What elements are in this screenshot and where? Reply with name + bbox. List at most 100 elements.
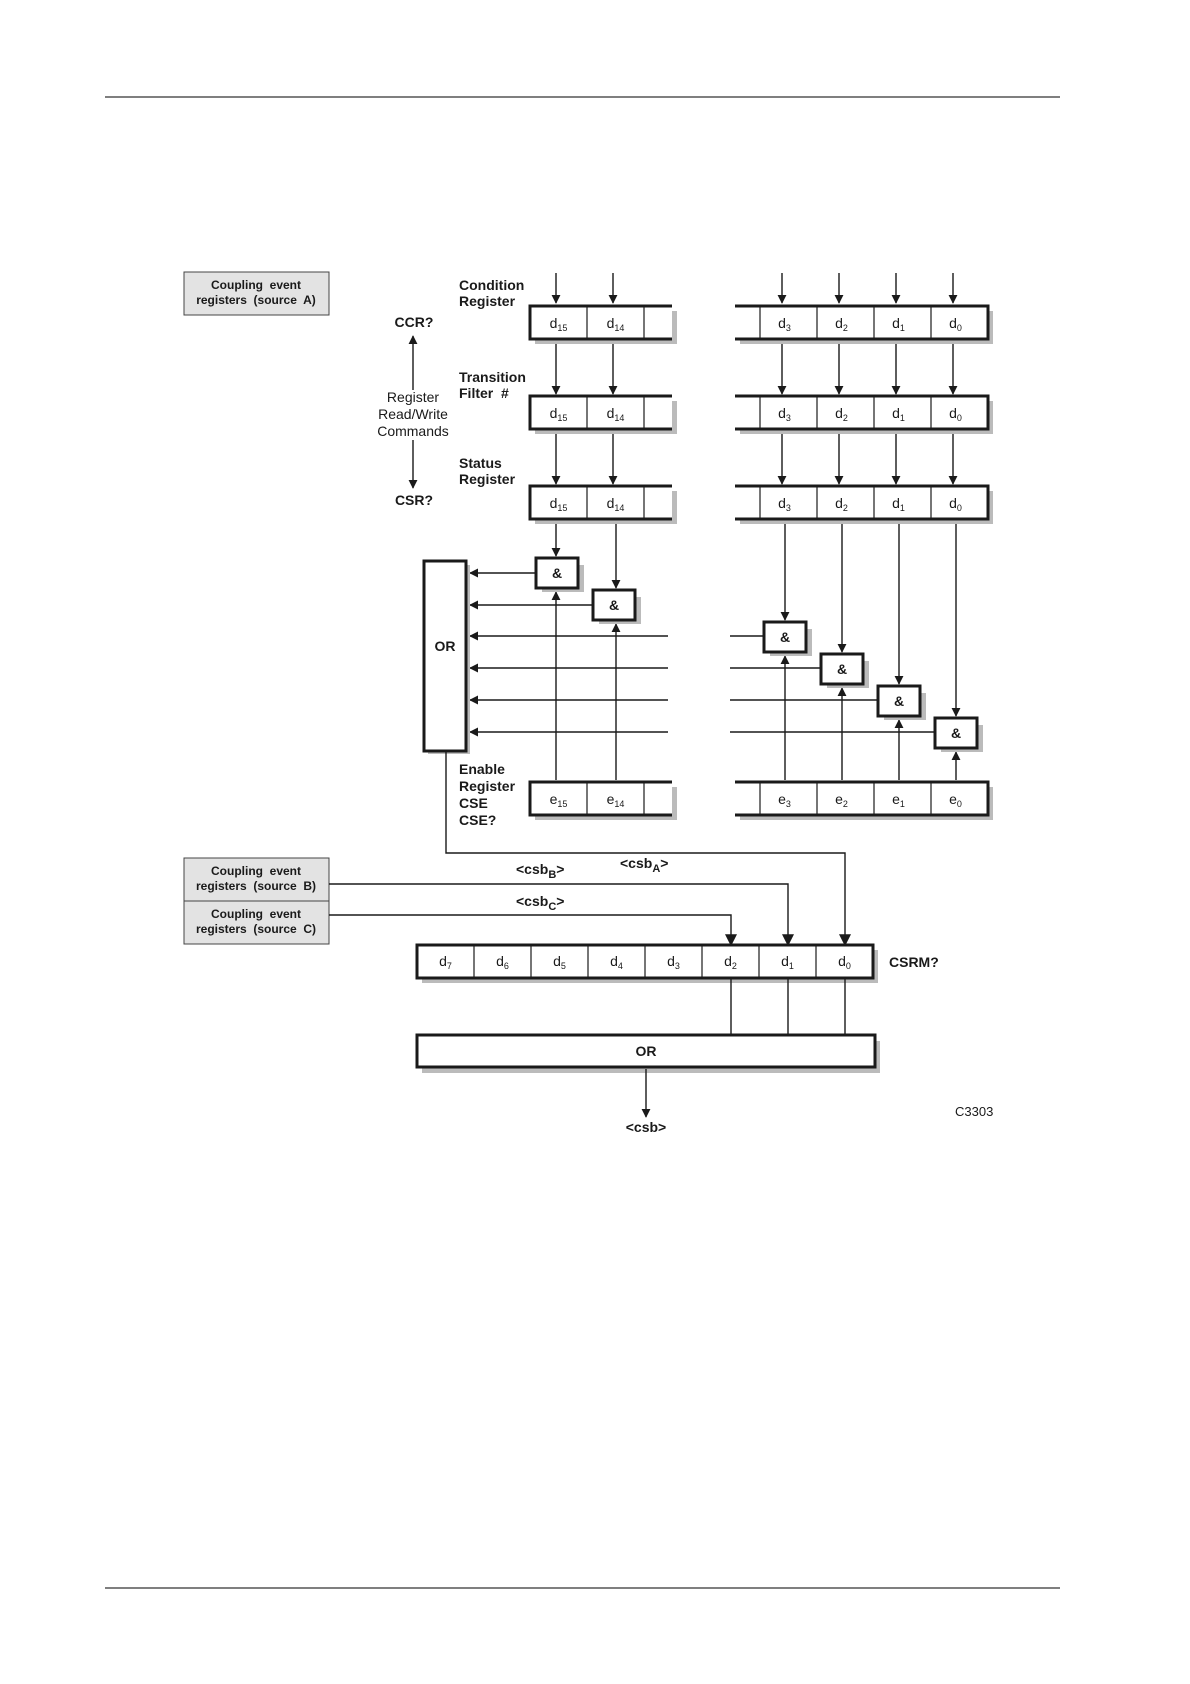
- condition-register-label-1: Condition: [459, 277, 524, 293]
- status-register-label-2: Register: [459, 471, 516, 487]
- and-gate-1-label: &: [894, 693, 904, 709]
- csb-b-label: <csbB>: [516, 861, 564, 881]
- csb-c-suffix: >: [556, 893, 564, 909]
- csb-b-suffix: >: [556, 861, 564, 877]
- enable-register-bit-e3: e3: [778, 791, 791, 809]
- and-gate-3-label: &: [780, 629, 790, 645]
- csrm-bit-d5: d5: [553, 953, 566, 971]
- condition-register-bit-d0: d0: [949, 315, 962, 333]
- enable-register-bit-e15: e15: [550, 791, 568, 809]
- condition-register-bit-d2: d2: [835, 315, 848, 333]
- transition-filter-register-bit-d0: d0: [949, 405, 962, 423]
- source-a-line2: registers (source A): [196, 293, 316, 307]
- csrm-bit-d6: d6: [496, 953, 509, 971]
- csrm-query-label: CSRM?: [889, 954, 939, 970]
- csb-c-line: [329, 914, 737, 947]
- source-a-box: Coupling event registers (source A): [183, 271, 330, 316]
- csrm-bit-d4: d4: [610, 953, 623, 971]
- csb-b-prefix: <csb: [516, 861, 548, 877]
- csb-b-sub: B: [548, 869, 556, 881]
- source-b-line1: Coupling event: [211, 864, 301, 878]
- status-register-bit-d2: d2: [835, 495, 848, 513]
- csb-a-label: <csbA>: [620, 855, 668, 875]
- enable-register-bit-e1: e1: [892, 791, 905, 809]
- transition-filter-register-bit-d15: d15: [550, 405, 568, 423]
- and-gate-2: &: [819, 652, 869, 688]
- rw-commands-line3: Commands: [377, 423, 449, 439]
- csrm-bit-d2: d2: [724, 953, 737, 971]
- csb-c-label: <csbC>: [516, 893, 564, 913]
- or-gate-vertical: OR: [422, 559, 470, 754]
- enable-register-label-2: Register: [459, 778, 516, 794]
- and-gate-0-label: &: [951, 725, 961, 741]
- condition-register-bit-d3: d3: [778, 315, 791, 333]
- csr-query-label: CSR?: [395, 492, 433, 508]
- figure-id: C3303: [955, 1104, 993, 1119]
- condition-register-bit-d15: d15: [550, 315, 568, 333]
- and-gate-3: &: [762, 620, 812, 656]
- source-b-line2: registers (source B): [196, 879, 316, 893]
- condition-register-bit-d14: d14: [607, 315, 625, 333]
- source-c-line2: registers (source C): [196, 922, 316, 936]
- transition-filter-register: d15 d14 d3 d2 d1 d0: [528, 394, 993, 434]
- source-a-line1: Coupling event: [211, 278, 301, 292]
- csb-a-prefix: <csb: [620, 855, 652, 871]
- csb-c-prefix: <csb: [516, 893, 548, 909]
- bit-signal-lines: [469, 273, 961, 780]
- transition-filter-register-bit-d1: d1: [892, 405, 905, 423]
- rw-commands-line1: Register: [387, 389, 439, 405]
- and-gate-14: &: [591, 588, 641, 624]
- and-gate-15: &: [534, 556, 584, 592]
- enable-register-label-1: Enable: [459, 761, 505, 777]
- csb-b-line: [329, 883, 794, 947]
- status-register: d15 d14 d3 d2 d1 d0: [528, 484, 993, 524]
- and-gate-2-label: &: [837, 661, 847, 677]
- source-b-box: Coupling event registers (source B): [183, 857, 330, 902]
- or-gate-vertical-label: OR: [435, 638, 456, 654]
- enable-register-bit-e2: e2: [835, 791, 848, 809]
- source-c-box: Coupling event registers (source C): [183, 900, 330, 945]
- condition-register: d15 d14 d3 d2 d1 d0: [528, 304, 993, 344]
- enable-register: e15 e14 e3 e2 e1 e0: [528, 780, 993, 820]
- enable-register-bit-e0: e0: [949, 791, 962, 809]
- condition-register-label-2: Register: [459, 293, 516, 309]
- csrm-to-or-lines: [730, 978, 846, 1035]
- condition-register-bit-d1: d1: [892, 315, 905, 333]
- source-c-line1: Coupling event: [211, 907, 301, 921]
- status-register-bit-d0: d0: [949, 495, 962, 513]
- rw-commands-line2: Read/Write: [378, 406, 448, 422]
- status-register-bit-d14: d14: [607, 495, 625, 513]
- or-gate-horizontal-label: OR: [636, 1043, 657, 1059]
- transition-filter-label-1: Transition: [459, 369, 526, 385]
- ccr-query-label: CCR?: [395, 314, 434, 330]
- csb-output-label: <csb>: [626, 1119, 666, 1135]
- csrm-bit-d3: d3: [667, 953, 680, 971]
- transition-filter-label-2: Filter #: [459, 385, 509, 401]
- csb-a-suffix: >: [660, 855, 668, 871]
- status-register-label-1: Status: [459, 455, 502, 471]
- csrm-bit-d1: d1: [781, 953, 794, 971]
- csb-c-sub: C: [548, 901, 556, 913]
- and-gate-0: &: [933, 716, 983, 752]
- enable-register-label-4: CSE?: [459, 812, 496, 828]
- transition-filter-register-bit-d2: d2: [835, 405, 848, 423]
- and-gate-1: &: [876, 684, 926, 720]
- enable-register-bit-e14: e14: [607, 791, 625, 809]
- status-register-bit-d3: d3: [778, 495, 791, 513]
- transition-filter-register-bit-d14: d14: [607, 405, 625, 423]
- status-register-bit-d1: d1: [892, 495, 905, 513]
- csrm-register: d7 d6 d5 d4 d3 d2 d1 d0: [415, 943, 878, 983]
- csb-a-line: [445, 751, 851, 947]
- and-gate-15-label: &: [552, 565, 562, 581]
- transition-filter-register-bit-d3: d3: [778, 405, 791, 423]
- enable-register-label-3: CSE: [459, 795, 488, 811]
- csrm-bit-d7: d7: [439, 953, 452, 971]
- csb-a-sub: A: [652, 863, 660, 875]
- status-register-bit-d15: d15: [550, 495, 568, 513]
- and-gate-14-label: &: [609, 597, 619, 613]
- and-gates: & & & & & &: [534, 556, 983, 752]
- or-gate-horizontal: OR: [415, 1033, 880, 1073]
- csrm-bit-d0: d0: [838, 953, 851, 971]
